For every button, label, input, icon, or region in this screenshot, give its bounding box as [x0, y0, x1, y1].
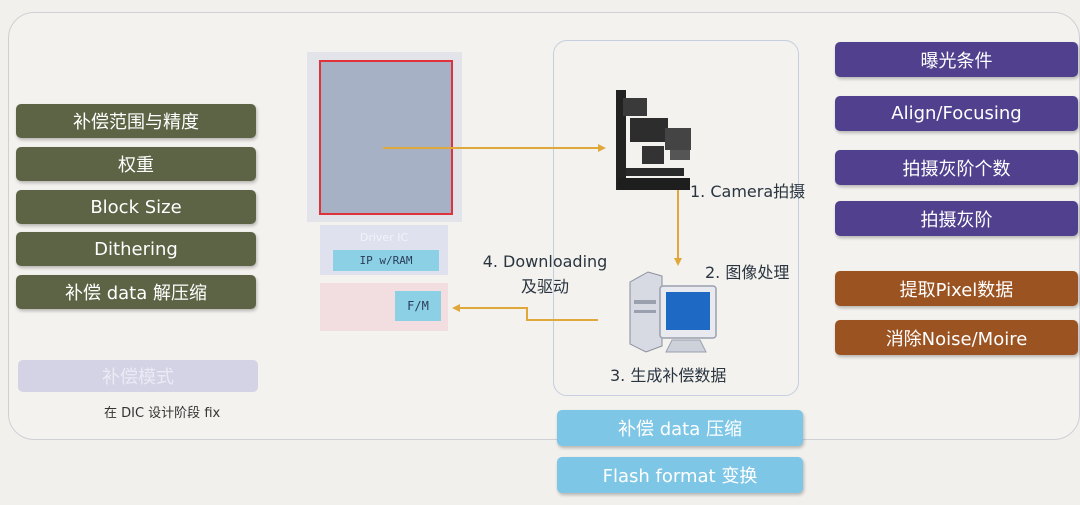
- flash-format-box: Flash format 变换: [557, 457, 803, 493]
- fm-label: F/M: [407, 299, 429, 313]
- param-data-decompression: 补偿 data 解压缩: [16, 275, 256, 309]
- param-compensation-range: 补偿范围与精度: [16, 104, 256, 138]
- param-extract-pixel: 提取Pixel数据: [835, 271, 1078, 306]
- fm-block: F/M: [395, 291, 441, 321]
- param-block-size: Block Size: [16, 190, 256, 224]
- param-exposure: 曝光条件: [835, 42, 1078, 77]
- display-panel: [319, 60, 453, 215]
- step-4-label-line1: 4. Downloading: [482, 252, 608, 271]
- data-compression-box: 补偿 data 压缩: [557, 410, 803, 446]
- driver-ic-label: Driver IC: [359, 231, 409, 244]
- camera-icon: [616, 90, 691, 190]
- step-3-label: 3. 生成补偿数据: [610, 366, 727, 385]
- arrow-head-processing: [674, 258, 682, 266]
- compensation-mode-note: 在 DIC 设计阶段 fix: [104, 406, 221, 421]
- step-4-label-line2: 及驱动: [520, 277, 569, 296]
- ip-ram-label: IP w/RAM: [359, 254, 413, 267]
- arrow-head-camera: [598, 144, 606, 152]
- param-gray-level: 拍摄灰阶: [835, 201, 1078, 236]
- param-remove-noise: 消除Noise/Moire: [835, 320, 1078, 355]
- compensation-mode-box: 补偿模式: [18, 360, 258, 392]
- param-weight: 权重: [16, 147, 256, 181]
- computer-icon: [629, 271, 717, 353]
- param-dithering: Dithering: [16, 232, 256, 266]
- step-2-label: 2. 图像处理: [705, 263, 790, 282]
- step-1-label: 1. Camera拍摄: [690, 182, 806, 201]
- ip-ram-block: IP w/RAM: [333, 250, 439, 271]
- arrow-head-fm: [452, 304, 460, 312]
- param-align-focusing: Align/Focusing: [835, 96, 1078, 131]
- arrow-processing-to-fm: [458, 307, 598, 321]
- process-region: [553, 40, 799, 396]
- param-gray-count: 拍摄灰阶个数: [835, 150, 1078, 185]
